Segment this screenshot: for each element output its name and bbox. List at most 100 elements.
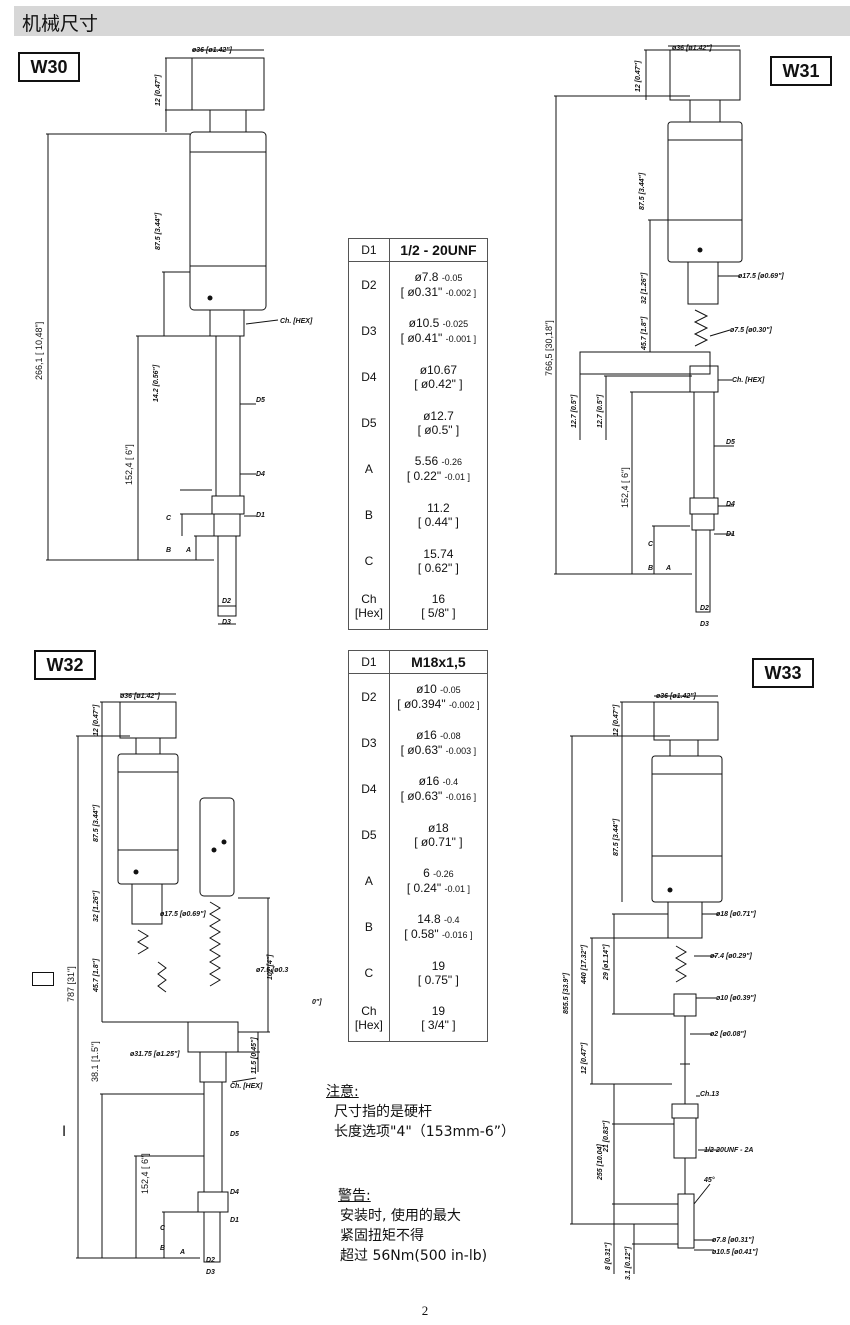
dim-unf: 1/2-20UNF - 2A (704, 1147, 753, 1154)
row-key: D5 (348, 399, 390, 446)
dim-8: 8 [0.31"] (605, 1242, 612, 1270)
dim-32: 32 [1.26"] (93, 890, 100, 922)
dim-105: ø10.5 [ø0.41"] (712, 1249, 758, 1256)
label-d1: D1 (726, 531, 735, 538)
dim-diameter: ø36 [ø1.42"] (192, 47, 233, 54)
dim-12: 12 [0.47"] (93, 704, 100, 736)
table-row: D3 ø16 -0.08[ ø0.63" -0.003 ] (348, 719, 488, 766)
dim-32: 32 [1.26"] (641, 272, 648, 304)
warning-title: 警告: (338, 1188, 371, 1204)
label-c: C (648, 541, 654, 548)
dim-75b: ø7.5 [ø0.3 (256, 967, 288, 974)
dim-18: ø18 [ø0.71"] (716, 911, 757, 918)
label-c: C (160, 1225, 166, 1232)
dim-152: 152,4 [ 6"] (124, 444, 134, 485)
row-value: ø18[ ø0.71" ] (388, 811, 488, 858)
row-key: B (348, 903, 390, 950)
row-value: 19[ 0.75" ] (388, 949, 488, 996)
table-row: D2 ø10 -0.05[ ø0.394" -0.002 ] (348, 673, 488, 720)
dim-127b: 12.7 [0.5"] (597, 394, 604, 428)
model-label-w30: W30 (18, 52, 80, 82)
legend-box (32, 972, 54, 986)
dim-78: ø7.8 [ø0.31"] (712, 1237, 755, 1244)
dim-266: 266,1 [ 10,48"] (34, 322, 44, 380)
warning-block: 警告: 安装时, 使用的最大 紧固扭矩不得 超过 56Nm(500 in-lb) (326, 1186, 487, 1266)
table-row: D2 ø7.8 -0.05[ ø0.31" -0.002 ] (348, 261, 488, 308)
table-row: B 11.2[ 0.44" ] (348, 491, 488, 538)
label-c: C (166, 515, 172, 522)
dim-87: 87.5 [3.44"] (155, 212, 162, 250)
notes-block: 注意: 尺寸指的是硬杆 长度选项"4"（153mm-6”） (326, 1082, 515, 1142)
dim-chhex: Ch. [HEX] (732, 377, 765, 384)
table1-header-thread: 1/2 - 20UNF (388, 238, 488, 262)
label-d1: D1 (256, 512, 265, 519)
drawing-w33: ø36 [ø1.42"] 12 [0.47"] 87.5 [3.44"] 855… (540, 684, 845, 1284)
dim-175: ø17.5 [ø0.69"] (738, 273, 784, 280)
table-row: D5 ø12.7[ ø0.5" ] (348, 399, 488, 446)
spec-table-1: D1 1/2 - 20UNF D2 ø7.8 -0.05[ ø0.31" -0.… (348, 238, 488, 630)
model-label-w32: W32 (34, 650, 96, 680)
dim-diameter: ø36 [ø1.42"] (672, 45, 713, 52)
row-value: ø16 -0.08[ ø0.63" -0.003 ] (388, 719, 488, 766)
table-row: A 5.56 -0.26[ 0.22" -0.01 ] (348, 445, 488, 492)
row-value: ø10.67[ ø0.42" ] (388, 353, 488, 400)
dim-8555: 855.5 [33.9"] (563, 972, 570, 1014)
row-key: C (348, 949, 390, 996)
label-d5: D5 (726, 439, 735, 446)
row-value: 6 -0.26[ 0.24" -0.01 ] (388, 857, 488, 904)
dim-ch13: Ch.13 (700, 1091, 719, 1098)
dim-12: 12 [0.47"] (155, 74, 162, 106)
bar-marker: I (62, 1124, 67, 1140)
row-value: ø10.5 -0.025[ ø0.41" -0.001 ] (388, 307, 488, 354)
label-d4: D4 (726, 501, 735, 508)
drawing-w31: ø36 [ø1.42"] 12 [0.47"] 87.5 [3.44"] 766… (540, 40, 840, 640)
drawing-w32: ø36 [ø1.42"] 12 [0.47"] 87.5 [3.44"] 32 … (20, 682, 330, 1282)
label-b: B (166, 547, 171, 554)
dim-diameter: ø36 [ø1.42"] (656, 693, 697, 700)
table-row: Ch[Hex] 19[ 3/4" ] (348, 995, 488, 1042)
dim-12: 12 [0.47"] (635, 60, 642, 92)
label-a: A (185, 547, 191, 554)
row-key: Ch[Hex] (348, 583, 390, 630)
label-d3: D3 (222, 619, 231, 626)
row-key: D2 (348, 673, 390, 720)
row-value: 14.8 -0.4[ 0.58" -0.016 ] (388, 903, 488, 950)
row-value: ø16 -0.4[ ø0.63" -0.016 ] (388, 765, 488, 812)
row-key: D4 (348, 353, 390, 400)
label-b: B (648, 565, 653, 572)
notes-title: 注意: (326, 1084, 359, 1100)
row-key: D3 (348, 307, 390, 354)
label-a: A (179, 1249, 185, 1256)
table-row: B 14.8 -0.4[ 0.58" -0.016 ] (348, 903, 488, 950)
notes-line-1: 尺寸指的是硬杆 (334, 1104, 432, 1120)
drawing-w30: ø36 [ø1.42"] 12 [0.47"] 87.5 [3.44"] 266… (0, 40, 340, 640)
dim-87: 87.5 [3.44"] (639, 172, 646, 210)
dim-45deg: 45° (703, 1176, 715, 1184)
dim-21: 21 [0.83"] (603, 1120, 610, 1153)
dim-440: 440 [17.32"] (581, 944, 588, 985)
row-key: D4 (348, 765, 390, 812)
dim-29: 29 [ø1.14"] (603, 944, 610, 981)
dim-chhex: Ch. [HEX] (280, 318, 313, 325)
warning-line-1: 安装时, 使用的最大 (340, 1208, 461, 1224)
label-a: A (665, 565, 671, 572)
dim-152: 152,4 [ 6"] (620, 467, 630, 508)
label-d2: D2 (222, 598, 231, 605)
row-value: 15.74[ 0.62" ] (388, 537, 488, 584)
dim-2: ø2 [ø0.08"] (710, 1031, 747, 1038)
dim-07: 0"] (312, 999, 322, 1006)
table2-header-thread: M18x1,5 (388, 650, 488, 674)
row-key: D5 (348, 811, 390, 858)
label-d1: D1 (230, 1217, 239, 1224)
label-d4: D4 (256, 471, 265, 478)
dim-10: ø10 [ø0.39"] (716, 995, 757, 1002)
page-number: 2 (421, 1303, 429, 1318)
table-row: C 19[ 0.75" ] (348, 949, 488, 996)
label-d2: D2 (206, 1257, 215, 1264)
mark-dot (207, 295, 213, 301)
section-title: 机械尺寸 (22, 13, 99, 35)
row-value: ø7.8 -0.05[ ø0.31" -0.002 ] (388, 261, 488, 308)
spec-table-2: D1 M18x1,5 D2 ø10 -0.05[ ø0.394" -0.002 … (348, 650, 488, 1042)
warning-line-3: 超过 56Nm(500 in-lb) (340, 1248, 488, 1264)
row-value: 5.56 -0.26[ 0.22" -0.01 ] (388, 445, 488, 492)
